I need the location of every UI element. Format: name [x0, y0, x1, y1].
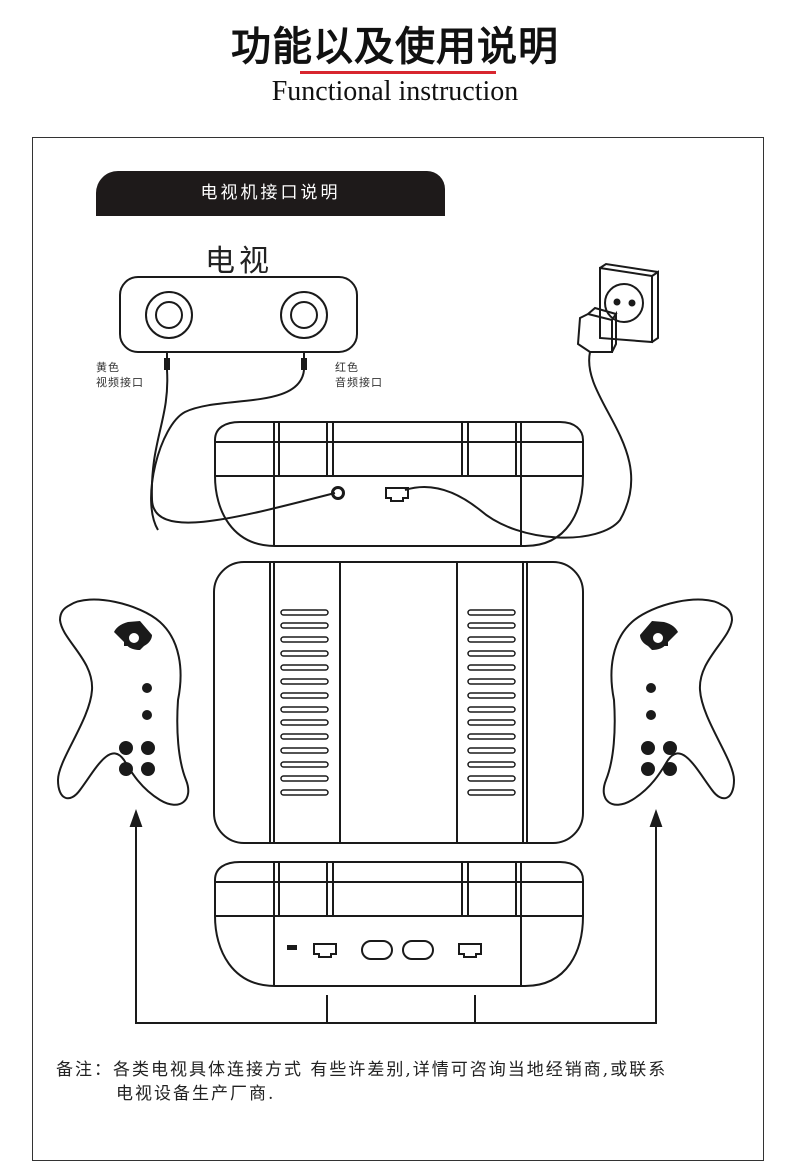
- wall-socket-icon: [599, 262, 659, 344]
- controller-connection-lines: [135, 823, 657, 1024]
- vent-slots-right: [467, 609, 516, 796]
- tv-label: 电视: [205, 244, 273, 279]
- footnote-line-2: 电视设备生产厂商.: [116, 1084, 276, 1104]
- gamepad-icon: [56, 598, 190, 806]
- rca-plug-icon: [301, 352, 307, 370]
- footnote-line-1: 备注：各类电视具体连接方式 有些许差别,详情可咨询当地经销商,或联系: [56, 1060, 668, 1080]
- section-tab: 电视机接口说明: [96, 171, 445, 216]
- page-subtitle: Functional instruction: [271, 76, 519, 107]
- audio-jack-label: 红色 音频接口: [335, 360, 383, 390]
- audio-jack-color: 红色: [335, 361, 359, 374]
- power-cable: [404, 351, 633, 539]
- diagram-frame: [32, 137, 764, 1161]
- arrow-up-icon: [129, 809, 143, 827]
- vent-slots-left: [280, 609, 329, 796]
- footnote: 备注：各类电视具体连接方式 有些许差别,详情可咨询当地经销商,或联系 电视设备生…: [56, 1058, 667, 1106]
- console-front: [214, 861, 584, 987]
- console-top: [213, 561, 584, 844]
- console-back: [214, 421, 584, 547]
- video-jack-label: 黄色 视频接口: [96, 360, 144, 390]
- video-jack-name: 视频接口: [96, 376, 144, 389]
- tv-panel: [119, 276, 358, 353]
- video-cable: [150, 369, 336, 524]
- audio-cable: [150, 369, 305, 531]
- arrow-up-icon: [649, 809, 663, 827]
- gamepad-icon: [602, 598, 736, 806]
- audio-jack-name: 音频接口: [335, 376, 383, 389]
- page-title: 功能以及使用说明: [231, 23, 559, 70]
- power-adapter-icon: [576, 306, 618, 353]
- rca-plug-icon: [164, 352, 170, 370]
- section-tab-label: 电视机接口说明: [200, 183, 341, 203]
- title-underline: [300, 71, 496, 74]
- video-jack-color: 黄色: [96, 361, 120, 374]
